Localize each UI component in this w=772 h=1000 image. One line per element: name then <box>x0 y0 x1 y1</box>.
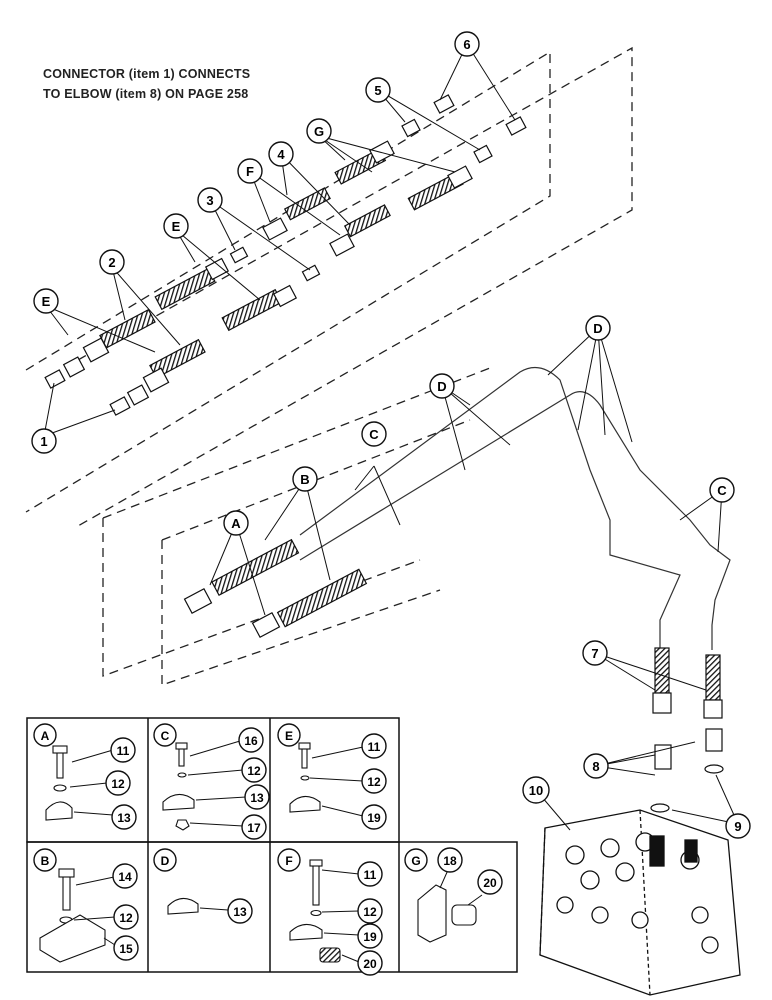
callout-3: 3 <box>197 187 223 213</box>
svg-text:2: 2 <box>108 255 115 270</box>
callout-5: 5 <box>365 77 391 103</box>
svg-text:12: 12 <box>119 911 133 925</box>
svg-text:7: 7 <box>591 646 598 661</box>
svg-text:C: C <box>717 483 727 498</box>
svg-text:D: D <box>593 321 602 336</box>
svg-text:20: 20 <box>363 957 377 971</box>
callout-c-right: C <box>709 477 735 503</box>
svg-text:D: D <box>437 379 446 394</box>
svg-text:20: 20 <box>483 876 497 890</box>
svg-text:11: 11 <box>368 740 381 754</box>
svg-text:12: 12 <box>367 775 381 789</box>
callout-1: 1 <box>31 428 57 454</box>
svg-text:F: F <box>246 164 254 179</box>
lower-hoses <box>183 538 368 639</box>
callout-f: F <box>237 158 263 184</box>
control-valve-body <box>539 809 741 996</box>
svg-text:F: F <box>285 854 292 868</box>
svg-text:B: B <box>41 854 50 868</box>
panel-g-letter: G <box>404 848 428 872</box>
panel-f-letter: F <box>277 848 301 872</box>
svg-text:E: E <box>172 219 181 234</box>
svg-text:13: 13 <box>250 791 264 805</box>
svg-text:D: D <box>161 854 170 868</box>
svg-text:12: 12 <box>247 764 261 778</box>
svg-text:15: 15 <box>119 942 133 956</box>
svg-text:A: A <box>41 729 50 743</box>
svg-text:13: 13 <box>117 811 131 825</box>
svg-text:E: E <box>285 729 293 743</box>
svg-text:9: 9 <box>734 819 741 834</box>
panel-part-glyphs <box>39 742 477 963</box>
svg-text:16: 16 <box>244 734 258 748</box>
svg-text:1: 1 <box>40 434 47 449</box>
panel-leader-lines <box>69 740 483 963</box>
svg-text:C: C <box>161 729 170 743</box>
svg-text:3: 3 <box>206 193 213 208</box>
upper-fittings <box>44 94 527 416</box>
svg-text:5: 5 <box>374 83 381 98</box>
callouts: 6 5 G 4 F 3 E 2 E 1 D D C B C A 7 8 10 9 <box>31 31 751 839</box>
callout-g: G <box>306 118 332 144</box>
panel-e-letter: E <box>277 723 301 747</box>
callout-c-mid: C <box>361 421 387 447</box>
svg-text:E: E <box>42 294 51 309</box>
callout-2: 2 <box>99 249 125 275</box>
hose-2a <box>99 308 156 349</box>
callout-8: 8 <box>583 753 609 779</box>
svg-text:18: 18 <box>443 854 457 868</box>
panel-b-letter: B <box>33 848 57 872</box>
svg-text:19: 19 <box>363 930 377 944</box>
hose-routing-lines <box>299 366 731 650</box>
svg-text:11: 11 <box>117 744 130 758</box>
svg-text:13: 13 <box>233 905 247 919</box>
panel-labels: A 11 12 13 C 16 12 13 17 E 11 12 19 B 14… <box>33 723 503 976</box>
hose-e-b <box>221 288 283 332</box>
hose-f-b <box>343 204 391 238</box>
svg-text:8: 8 <box>592 759 599 774</box>
svg-text:10: 10 <box>529 783 543 798</box>
svg-text:A: A <box>231 516 241 531</box>
svg-text:B: B <box>300 472 309 487</box>
svg-text:19: 19 <box>367 811 381 825</box>
detail-panels <box>26 717 518 973</box>
svg-text:6: 6 <box>463 37 470 52</box>
svg-text:G: G <box>411 854 420 868</box>
callout-d-mid: D <box>429 373 455 399</box>
callout-6: 6 <box>454 31 480 57</box>
svg-text:17: 17 <box>247 821 261 835</box>
svg-text:12: 12 <box>111 777 125 791</box>
vertical-fittings <box>650 647 724 813</box>
callout-a: A <box>223 510 249 536</box>
connector-note: CONNECTOR (item 1) CONNECTS TO ELBOW (it… <box>43 64 250 104</box>
hose-e-a <box>154 267 216 311</box>
svg-text:4: 4 <box>277 147 285 162</box>
callout-4: 4 <box>268 141 294 167</box>
callout-e-left: E <box>33 288 59 314</box>
svg-text:11: 11 <box>364 868 377 882</box>
callout-10: 10 <box>522 776 550 804</box>
callout-b: B <box>292 466 318 492</box>
hose-2b <box>149 338 206 379</box>
callout-e-upper: E <box>163 213 189 239</box>
leader-lines <box>43 43 739 831</box>
panel-a-letter: A <box>33 723 57 747</box>
callout-9: 9 <box>725 813 751 839</box>
svg-text:12: 12 <box>363 905 377 919</box>
lower-dashed-frames <box>102 367 491 686</box>
upper-hoses <box>99 148 464 379</box>
callout-7: 7 <box>582 640 608 666</box>
panel-d-letter: D <box>153 848 177 872</box>
connector-note-line-2: TO ELBOW (item 8) ON PAGE 258 <box>43 87 249 101</box>
callout-d-right: D <box>585 315 611 341</box>
connector-note-line-1: CONNECTOR (item 1) CONNECTS <box>43 67 251 81</box>
panel-c-letter: C <box>153 723 177 747</box>
svg-text:C: C <box>369 427 379 442</box>
svg-text:G: G <box>314 124 324 139</box>
svg-text:14: 14 <box>118 870 132 884</box>
hose-f-a <box>283 187 331 221</box>
